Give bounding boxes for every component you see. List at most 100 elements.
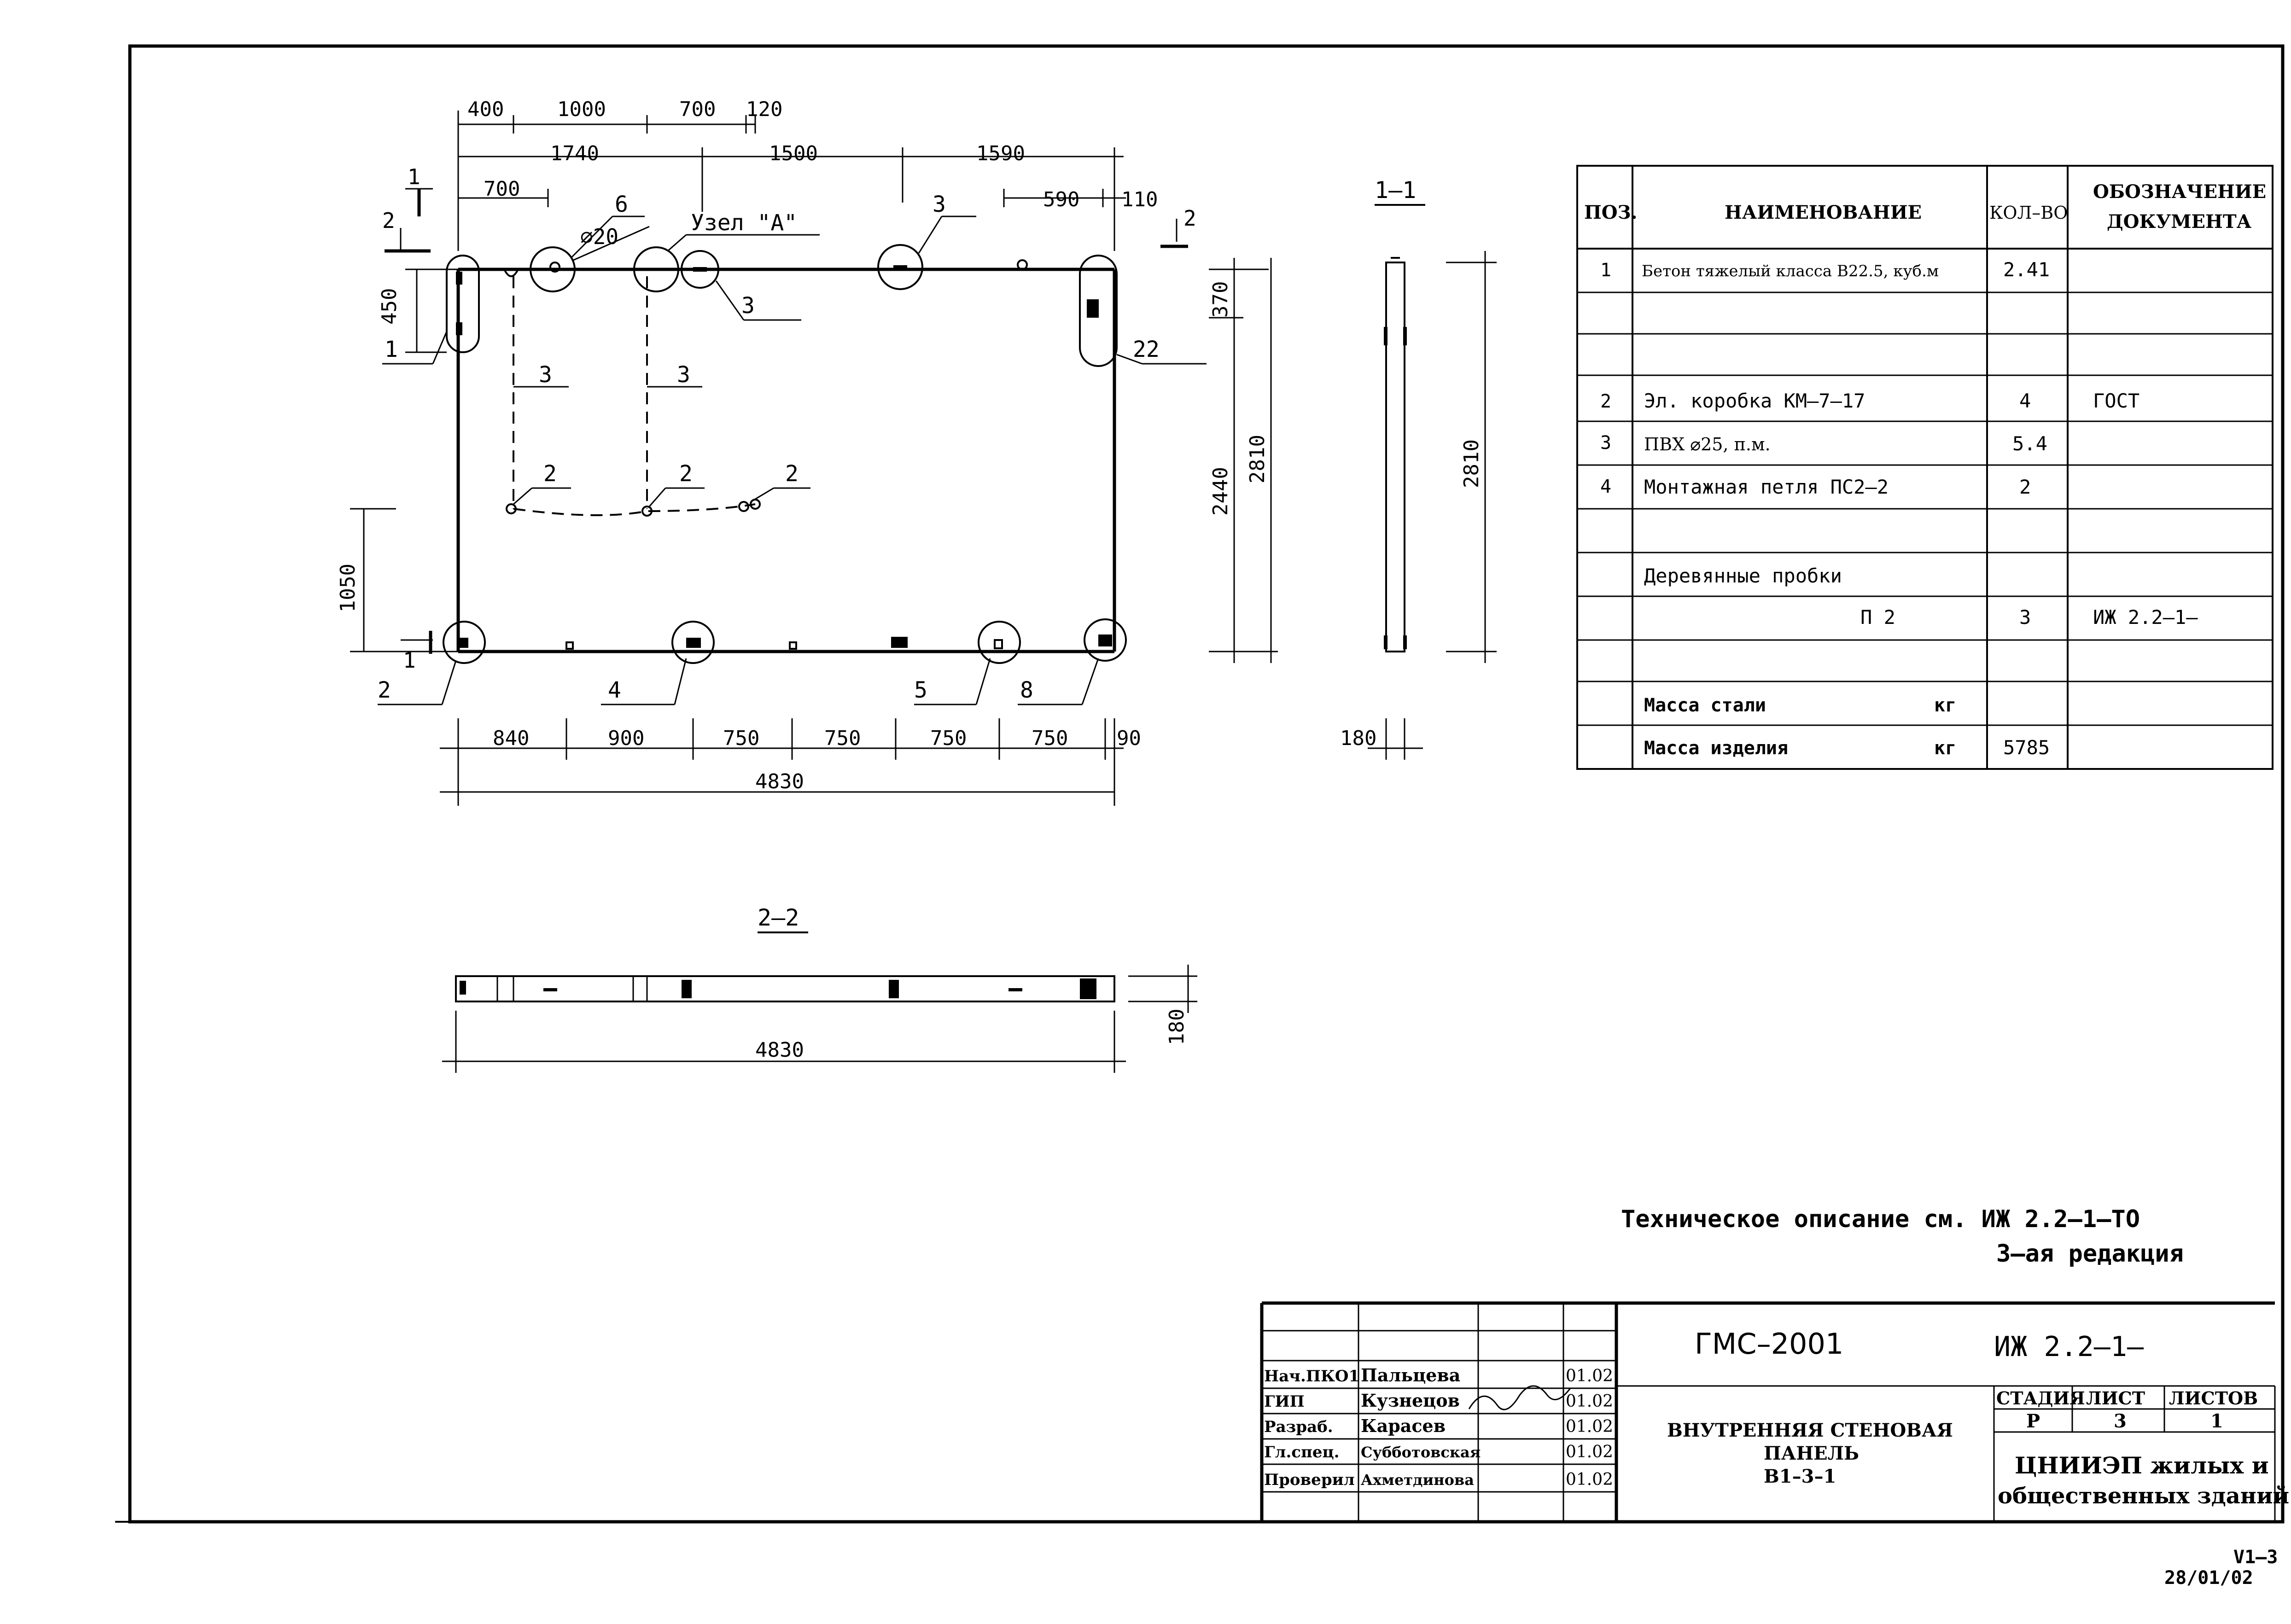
table-cell: Масса стали [1644,695,1766,716]
front-view: 6 ⌀20 Узел "A" 3 3 3 3 2 2 2 1 22 2 4 5 … [336,98,1278,806]
signer-date: 01.02 [1566,1392,1613,1411]
corner-date: 28/01/02 [2164,1567,2253,1589]
organization-name: ЦНИИЭП жилых и [2015,1452,2269,1479]
small-embed [994,639,1003,649]
leader [667,234,687,252]
table-cell: 2 [1600,391,1611,412]
dim-text: 700 [484,177,520,201]
elec-box [506,503,517,514]
signer-role: Разраб. [1264,1418,1333,1436]
dim-text: 700 [679,98,716,121]
table-cell: Монтажная петля ПС2–2 [1644,476,1889,498]
embed-mark [891,637,908,648]
sheet-name: ВНУТРЕННЯЯ СТЕНОВАЯ [1667,1420,1953,1441]
section-title: 2–2 [758,904,799,931]
leader [715,280,745,320]
node-a-circle [633,246,679,292]
sheet-label: ЛИСТ [2086,1388,2145,1409]
callout-label: 3 [933,192,946,217]
callout-circle-2 [443,621,486,664]
dim-text: 450 [378,288,401,325]
dim-text: 1590 [976,142,1025,165]
leader [1081,658,1099,705]
table-cell: 4 [2019,390,2031,412]
table-header: ДОКУМЕНТА [2107,211,2252,233]
table-cell: Бетон тяжелый класса В22.5, куб.м [1642,262,1939,280]
dim-text: 2810 [1460,439,1483,488]
cut-label: 2 [382,208,395,233]
dim-text: 400 [467,98,504,121]
dim-text: 110 [1121,188,1158,211]
callout-label: 5 [914,677,927,703]
leader [648,488,666,507]
table-cell: ИЖ 2.2–1– [2093,606,2198,629]
table-cell: кг [1934,738,1956,759]
signer-role: Проверил [1264,1471,1355,1489]
signer-name: Карасев [1361,1415,1446,1436]
signer-name: Субботовская [1361,1444,1481,1461]
node-a-label: Узел "A" [691,210,797,236]
callout-label: 8 [1020,677,1033,703]
cut-label: 2 [1183,206,1196,231]
left-dimensions: 450 1050 [336,268,458,652]
embed-mark [1087,299,1099,318]
signer-role: Гл.спец. [1264,1443,1339,1461]
elec-box [641,506,653,517]
sheet-name: В1–3–1 [1764,1466,1836,1487]
section-title: 1–1 [1375,177,1416,204]
table-cell: 4 [1600,476,1611,497]
top-dimensions: 400 1000 700 120 1740 1500 1590 700 590 … [457,98,1158,251]
dim-text: 1000 [557,98,606,121]
table-header: НАИМЕНОВАНИЕ [1725,202,1922,223]
signer-name: Пальцева [1361,1365,1460,1385]
right-dimensions: 370 2440 2810 [1209,258,1278,663]
table-cell: 1 [1600,260,1611,281]
embed-mark [1098,634,1112,646]
section-1-outline [1385,262,1405,652]
dim-text: 750 [824,727,861,750]
signer-date: 01.02 [1566,1417,1613,1436]
embed-mark [686,638,701,648]
table-cell: 5.4 [2012,432,2047,455]
top-notch [503,269,519,277]
edition-note: 3–ая редакция [1996,1240,2184,1268]
elec-box [738,501,749,512]
callout-label: 2 [543,461,557,487]
signer-date: 01.02 [1566,1470,1613,1489]
table-cell: 2 [2019,476,2031,498]
callout-label: 3 [677,362,690,388]
leader [570,215,613,259]
table-cell: ПВХ ⌀25, п.м. [1644,434,1771,454]
leader [975,658,991,705]
dim-text: 90 [1117,727,1141,750]
project-code: ГМС–2001 [1695,1327,1843,1361]
leader [432,331,448,364]
table-header: ПОЗ. [1584,202,1637,223]
callout-label: 2 [679,461,693,487]
callout-box-22 [1079,255,1118,367]
callout-label: 3 [539,362,552,388]
sheets-value: 1 [2210,1410,2223,1432]
dim-text: 180 [1340,727,1376,750]
pipe-mark [893,265,907,269]
callout-circle-3-right [877,244,923,290]
leader [573,226,650,261]
signer-name: Ахметдинова [1361,1471,1474,1489]
top-hole [1017,259,1028,270]
callout-circle-4 [671,621,715,664]
small-embed [565,641,574,650]
table-cell: кг [1934,695,1956,716]
dim-text: 4830 [755,1038,804,1062]
sheet-name: ПАНЕЛЬ [1764,1443,1859,1464]
callout-box-1 [446,255,480,353]
leader [1116,354,1143,365]
table-cell: Масса изделия [1644,738,1788,759]
corner-code: V1–3 [2233,1547,2278,1568]
callout-circle-6 [530,246,576,292]
section-1-1: 1–1 2810 180 [1340,177,1497,760]
callout-label: 6 [615,192,628,217]
embed-mark [456,272,462,285]
document-code: ИЖ 2.2–1– [1994,1331,2144,1363]
small-embed [789,641,797,650]
